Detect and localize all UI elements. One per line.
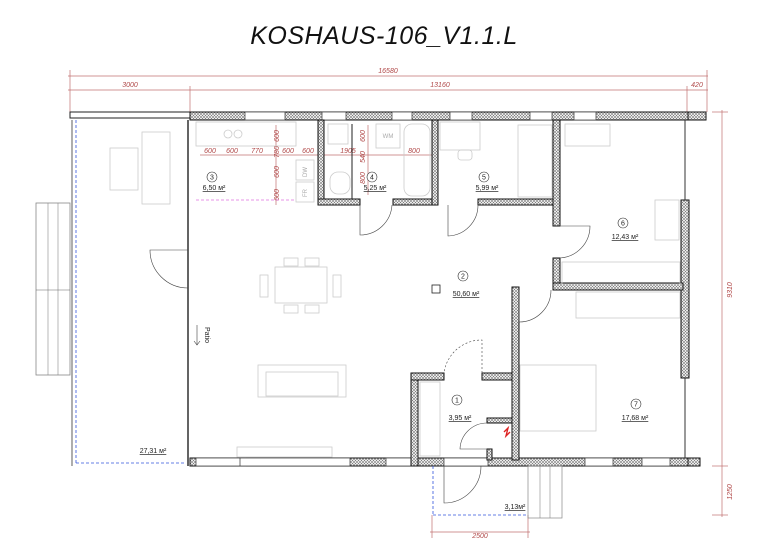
dim-porch-width: 2500 (471, 533, 488, 540)
room-1-label: 1 3,95 м² (449, 394, 472, 422)
porch-area: 3,13м² (505, 504, 526, 511)
dim-terrace-width: 3000 (122, 82, 138, 89)
svg-text:12,43 м²: 12,43 м² (612, 234, 639, 241)
interior-walls (317, 119, 684, 467)
electric-panel-icon (503, 425, 511, 439)
dim-kitchen-1: 600 (204, 148, 216, 155)
dishwasher-label: DW (303, 167, 309, 177)
svg-text:3,95 м²: 3,95 м² (449, 415, 472, 422)
svg-text:6,50 м²: 6,50 м² (203, 185, 226, 192)
room-6-label: 6 12,43 м² (612, 217, 639, 241)
plan-title: KOSHAUS-106_V1.1.L (250, 22, 518, 50)
room-2-label: 2 50,60 м² (453, 270, 480, 298)
dim-bath-1: 1905 (340, 148, 356, 155)
dim-kitchen-v2: 600 (274, 166, 281, 178)
porch (432, 465, 563, 519)
svg-text:6: 6 (621, 221, 625, 228)
dim-kitchen-6: 600 (302, 148, 314, 155)
svg-text:5,25 м²: 5,25 м² (364, 185, 387, 192)
dim-kitchen-3: 770 (251, 148, 263, 155)
dim-bath-v1: 600 (360, 130, 367, 142)
doors (359, 204, 591, 504)
svg-text:3: 3 (210, 175, 214, 182)
room-7-label: 7 17,68 м² (622, 398, 649, 422)
patio-label: Patio (203, 327, 210, 343)
exterior-walls (189, 111, 707, 467)
bathroom-fixtures (327, 123, 431, 197)
dim-kitchen-4: 780 (274, 146, 281, 158)
dim-kitchen-5: 600 (282, 148, 294, 155)
dim-bath-2: 800 (408, 148, 420, 155)
dim-kitchen-2: 600 (226, 148, 238, 155)
terrace-area: 27,31 м² (140, 448, 167, 455)
svg-text:1: 1 (455, 398, 459, 405)
svg-text:5: 5 (482, 175, 486, 182)
room-3-label: 3 6,50 м² (203, 171, 226, 192)
dim-overall-depth: 9310 (727, 282, 734, 298)
kitchen-furniture (195, 121, 315, 203)
room-5-label: 5 5,99 м² (476, 171, 499, 192)
patio-arrow-icon (193, 325, 201, 346)
svg-text:5,99 м²: 5,99 м² (476, 185, 499, 192)
dim-bath-v2: 540 (360, 151, 367, 163)
dim-kitchen-v1: 600 (274, 130, 281, 142)
washing-machine-label: WM (383, 134, 394, 140)
svg-text:50,60 м²: 50,60 м² (453, 291, 480, 298)
svg-text:4: 4 (370, 175, 374, 182)
dim-overall-width: 16580 (378, 68, 398, 75)
room-4-label: 4 5,25 м² (364, 171, 387, 192)
dim-bath-v3: 800 (360, 172, 367, 184)
svg-text:7: 7 (634, 402, 638, 409)
fridge-label: FR (303, 188, 309, 197)
dimension-lines (68, 70, 728, 538)
dim-house-width: 13160 (430, 82, 450, 89)
dim-porch-depth: 1250 (727, 484, 734, 500)
svg-text:2: 2 (461, 274, 465, 281)
dim-kitchen-v3: 600 (274, 189, 281, 201)
svg-text:17,68 м²: 17,68 м² (622, 415, 649, 422)
terrace (35, 111, 191, 466)
furniture (236, 121, 681, 458)
dim-right-offset: 420 (691, 82, 703, 89)
